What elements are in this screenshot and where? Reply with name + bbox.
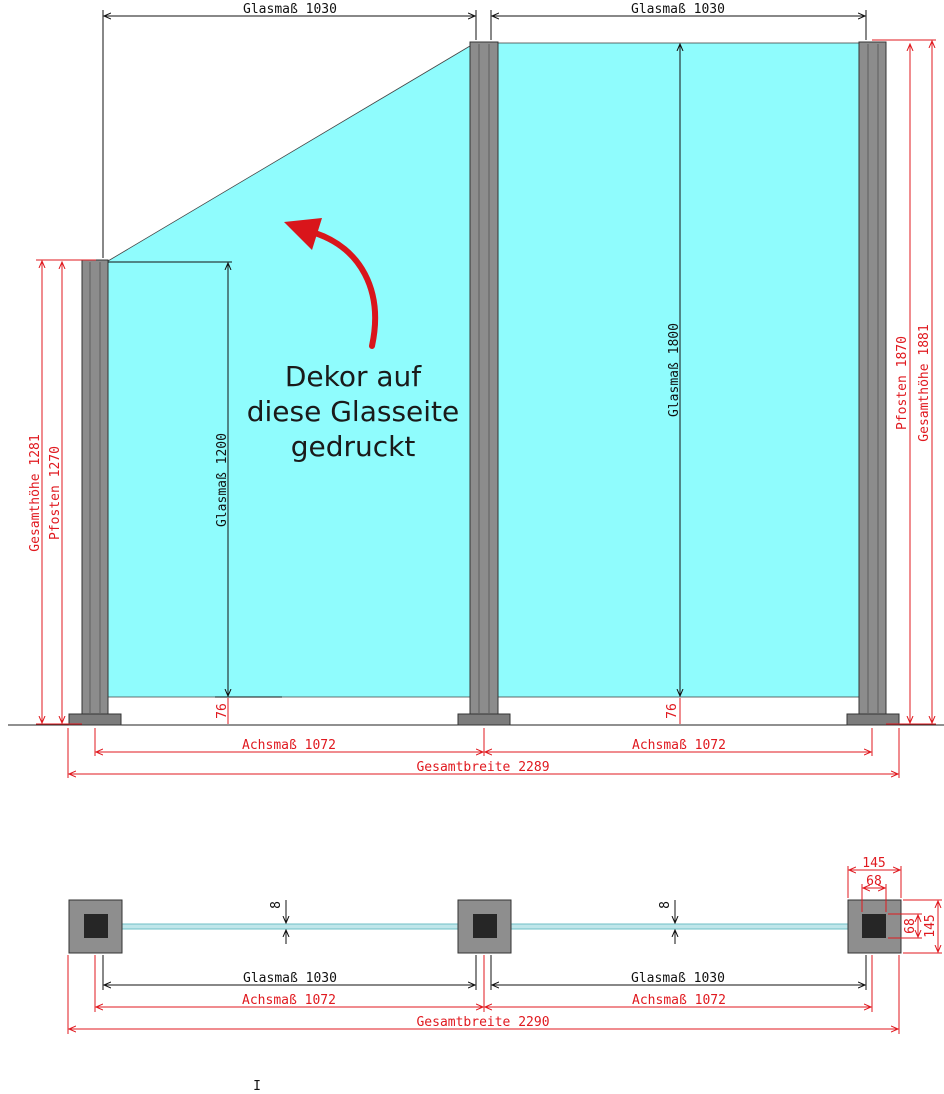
post-middle	[457, 41, 511, 726]
dim-post-size	[847, 866, 942, 954]
decor-arrow	[284, 218, 379, 349]
decor-note-line-3: gedruckt	[291, 430, 416, 463]
dim-front-axis	[67, 728, 900, 778]
label-post-core-side: 68	[903, 918, 918, 934]
top-post-middle	[457, 899, 512, 954]
label-top-glass-left: Glasmaß 1030	[243, 2, 337, 17]
dim-top-view-axis	[67, 955, 900, 1034]
label-left-post-height: Pfosten 1270	[48, 446, 63, 540]
top-post-left	[68, 899, 123, 954]
label-top-view-glass-left: Glasmaß 1030	[243, 971, 337, 986]
label-top-view-axis-left: Achsmaß 1072	[242, 993, 336, 1008]
post-right	[846, 41, 900, 726]
label-top-view-glass-right: Glasmaß 1030	[631, 971, 725, 986]
label-right-total-height: Gesamthöhe 1881	[917, 324, 932, 441]
stray-mark: I	[253, 1079, 261, 1094]
dim-glass-height-left	[108, 261, 282, 698]
label-front-axis-right: Achsmaß 1072	[632, 738, 726, 753]
label-front-axis-left: Achsmaß 1072	[242, 738, 336, 753]
decor-note-line-1: Dekor auf	[285, 360, 422, 393]
label-thickness-left: 8	[269, 901, 284, 909]
dim-top-view-glass	[102, 955, 867, 990]
label-glass-height-right: Glasmaß 1800	[667, 323, 682, 417]
label-right-post-height: Pfosten 1870	[895, 336, 910, 430]
dim-right-heights	[872, 39, 936, 725]
label-top-glass-right: Glasmaß 1030	[631, 2, 725, 17]
label-thickness-right: 8	[658, 901, 673, 909]
label-top-view-total-width: Gesamtbreite 2290	[416, 1015, 549, 1030]
top-post-right	[847, 899, 902, 954]
dim-left-heights	[36, 259, 96, 725]
decor-note-line-2: diese Glasseite	[247, 395, 460, 428]
label-gap-left: 76	[215, 703, 230, 719]
label-glass-height-left: Glasmaß 1200	[215, 433, 230, 527]
label-gap-right: 76	[665, 703, 680, 719]
label-top-view-axis-right: Achsmaß 1072	[632, 993, 726, 1008]
top-view: 8 8 145 68 68 145	[67, 856, 942, 1034]
label-post-width: 145	[862, 856, 885, 871]
front-view: Glasmaß 1030 Glasmaß 1030 Glasmaß 1200 G…	[8, 2, 944, 778]
dim-top-glass-left	[102, 10, 477, 258]
label-post-core: 68	[866, 874, 882, 889]
label-front-total-width: Gesamtbreite 2289	[416, 760, 549, 775]
label-post-depth: 145	[923, 914, 938, 937]
dim-top-glass-right	[490, 10, 867, 40]
post-left	[68, 259, 122, 726]
label-left-total-height: Gesamthöhe 1281	[28, 434, 43, 551]
